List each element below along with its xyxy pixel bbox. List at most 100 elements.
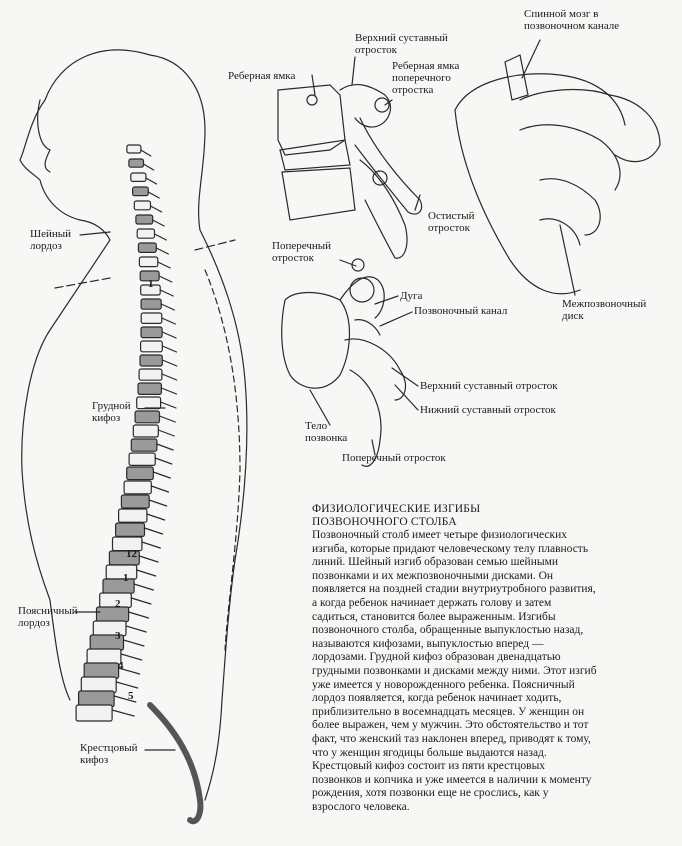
spinous-process-mark	[146, 513, 166, 521]
spinous-process-mark	[115, 681, 139, 689]
label-rft-line1: Реберная ямка	[392, 60, 460, 72]
vertebra-segment	[128, 452, 156, 466]
spinous-process-mark	[158, 275, 173, 283]
label-thoracic-line2: кифоз	[92, 412, 121, 424]
spine-column	[75, 144, 204, 825]
spinous-process-mark	[161, 373, 178, 381]
cut-line-lower	[54, 277, 111, 289]
spinous-process-mark	[157, 261, 171, 269]
dashed-curve	[204, 269, 241, 651]
cut-line-upper	[194, 239, 236, 251]
spinous-process-mark	[128, 611, 150, 619]
label-thoracic-line1: Грудной	[92, 400, 131, 412]
spinous-process-mark	[160, 387, 178, 395]
label-thoracic-kyphosis: Грудной кифоз	[92, 400, 131, 424]
label-sup-articular-process: Верхний суставный отросток	[420, 380, 558, 392]
spinous-process-mark	[141, 541, 161, 549]
vertebra-top-view	[281, 258, 419, 467]
vertebra-segment	[132, 186, 149, 197]
spinous-process-mark	[136, 569, 157, 577]
vertebra-segment	[130, 438, 158, 452]
label-lumbar-line1: Поясничный	[18, 605, 78, 617]
spinous-process-mark	[152, 219, 165, 227]
vertebra-segment	[137, 242, 157, 253]
section-heading-line2: позвоночного столба	[312, 516, 457, 528]
label-rib-fossa: Реберная ямка	[228, 70, 296, 82]
vertebra-segment	[140, 312, 163, 324]
label-trans-top-line1: Поперечный	[272, 240, 332, 252]
label-spinous-line2: отросток	[428, 222, 470, 234]
label-vertebral-canal: Позвоночный канал	[414, 305, 508, 317]
spinous-process-mark	[140, 149, 152, 157]
label-body-line1: Тело	[305, 420, 328, 432]
vertebra-segment	[135, 214, 154, 225]
label-cord-line1: Спинной мозг в	[524, 8, 599, 20]
vertebra-segment	[132, 424, 159, 438]
vertebra-number-lumbar-3: 3	[115, 630, 121, 642]
sacrum-coccyx	[147, 702, 204, 825]
label-sacral-line2: кифоз	[80, 754, 109, 766]
vertebra-segment	[95, 606, 130, 623]
spinous-process-mark	[145, 177, 158, 185]
label-trans-top-line2: отросток	[272, 252, 314, 264]
spinous-process-mark	[143, 527, 164, 535]
spinous-process-mark	[122, 639, 145, 647]
vertebra-segment	[136, 396, 162, 410]
spinous-process-mark	[161, 317, 176, 325]
vertebra-segment	[137, 382, 162, 395]
label-superior-articular: Верхний суставный отросток	[355, 32, 448, 56]
label-rib-fossa-transverse: Реберная ямка поперечного отростка	[392, 60, 459, 96]
label-disc-line1: Межпозвоночный	[562, 298, 647, 310]
spinous-process-mark	[161, 331, 177, 339]
vertebra-number-lumbar-2: 2	[115, 598, 121, 610]
spinous-process-mark	[113, 695, 137, 703]
vertebra-segment	[140, 298, 162, 310]
spinous-process-mark	[111, 709, 135, 717]
vertebra-segment	[117, 508, 148, 523]
vertebra-segment	[123, 480, 152, 495]
spinous-process-mark	[150, 485, 170, 493]
label-sup-art-line2: отросток	[355, 44, 397, 56]
section-heading-line1: Физиологические изгибы	[312, 503, 481, 515]
leader-cervical	[79, 231, 111, 236]
label-lumbar-lordosis: Поясничный лордоз	[18, 605, 78, 629]
spinous-process-mark	[159, 289, 174, 297]
vertebra-segment	[139, 354, 163, 367]
label-disc-line2: диск	[562, 310, 584, 322]
spinous-process-mark	[159, 401, 177, 409]
vertebra-segment	[75, 704, 113, 722]
label-rft-line2: поперечного	[392, 72, 451, 84]
vertebra-segment	[138, 368, 163, 381]
vertebra-segment	[83, 662, 120, 679]
spinous-process-mark	[130, 597, 152, 605]
vertebra-segment	[133, 200, 152, 211]
label-sup-art-line1: Верхний суставный	[355, 32, 448, 44]
vertebra-number-lumbar-4: 4	[118, 660, 124, 672]
label-spinous-line1: Остистый	[428, 210, 475, 222]
vertebra-segment	[140, 340, 163, 353]
vertebra-segment	[130, 172, 147, 182]
spinous-process-mark	[117, 667, 141, 675]
spinous-process-mark	[125, 625, 147, 633]
label-lumbar-line2: лордоз	[18, 617, 50, 629]
label-cervical-lordosis: Шейный лордоз	[30, 228, 71, 252]
label-sacral-line1: Крестцовый	[80, 742, 138, 754]
vertebra-number-thoracic-last: 12	[126, 548, 137, 560]
spinous-process-mark	[153, 233, 167, 241]
spinous-process-mark	[148, 499, 168, 507]
spinous-process-mark	[160, 303, 176, 311]
label-rft-line3: отростка	[392, 84, 434, 96]
label-cervical-line1: Шейный	[30, 228, 72, 240]
spinous-process-mark	[138, 555, 159, 563]
spinous-process-mark	[157, 429, 175, 437]
label-spinal-cord: Спинной мозг в позвоночном канале	[524, 8, 619, 32]
spinous-process-mark	[133, 583, 154, 591]
label-body-line2: позвонка	[305, 432, 348, 444]
spinous-process-mark	[142, 163, 155, 171]
spinous-process-mark	[155, 247, 169, 255]
vertebra-side-view	[277, 56, 423, 259]
spinous-process-mark	[156, 443, 174, 451]
vertebra-segment	[105, 564, 138, 580]
label-inf-articular-process: Нижний суставный отросток	[420, 404, 556, 416]
